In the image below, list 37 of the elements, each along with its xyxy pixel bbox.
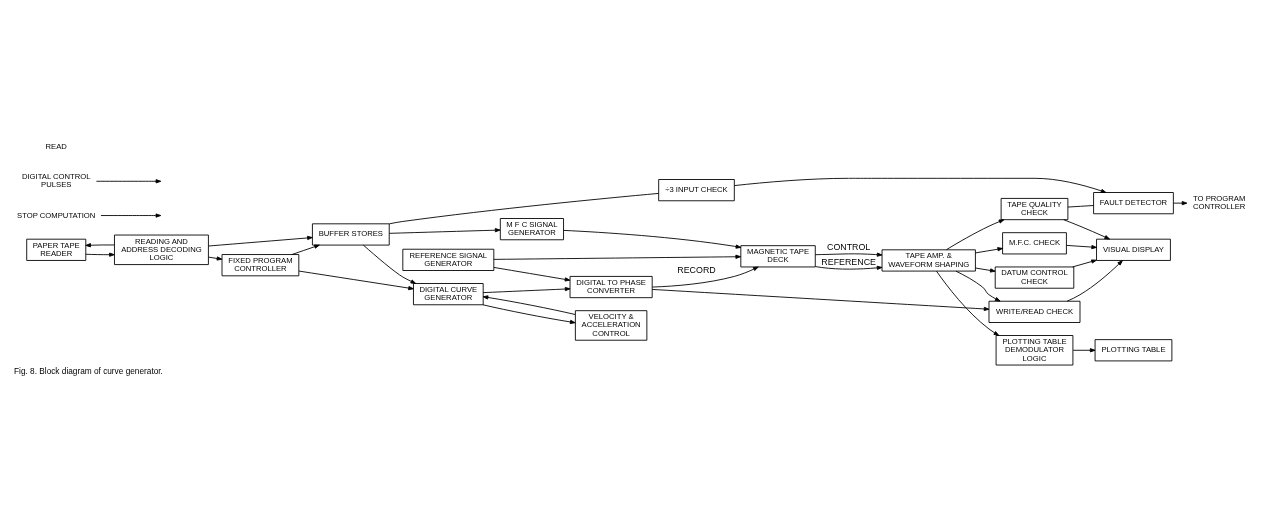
arrow	[651, 266, 759, 288]
arrow	[482, 286, 570, 294]
arrow	[362, 244, 416, 284]
arrow	[974, 267, 996, 273]
arrow	[482, 304, 576, 325]
arrow	[1066, 260, 1123, 302]
arrow	[1065, 244, 1097, 250]
arrow	[298, 270, 414, 291]
arrow	[945, 219, 1004, 251]
arrow	[651, 289, 989, 312]
edge-label: REFERENCE	[820, 256, 876, 267]
arrow	[955, 270, 1001, 302]
arrow	[207, 235, 313, 247]
arrow	[492, 267, 570, 282]
arrow	[492, 254, 741, 260]
arrow	[482, 295, 576, 315]
arrow	[1071, 259, 1097, 268]
arrow	[207, 256, 222, 261]
arrow	[733, 177, 1106, 193]
arrow	[974, 247, 1003, 254]
arrow	[935, 270, 999, 336]
arrow	[95, 179, 161, 184]
arrow	[1062, 219, 1110, 240]
connector	[1067, 205, 1094, 208]
arrow	[562, 229, 741, 249]
arrow	[84, 252, 115, 257]
arrow	[814, 265, 882, 270]
connector	[388, 192, 659, 225]
arrow	[100, 213, 161, 218]
edge-label: RECORD	[676, 265, 716, 276]
arrow	[291, 244, 320, 255]
arrow	[84, 243, 115, 248]
arrow	[388, 228, 500, 234]
arrow	[1072, 348, 1095, 353]
arrow	[814, 252, 882, 257]
edge-label: CONTROL	[826, 242, 870, 253]
arrow	[1172, 201, 1187, 206]
